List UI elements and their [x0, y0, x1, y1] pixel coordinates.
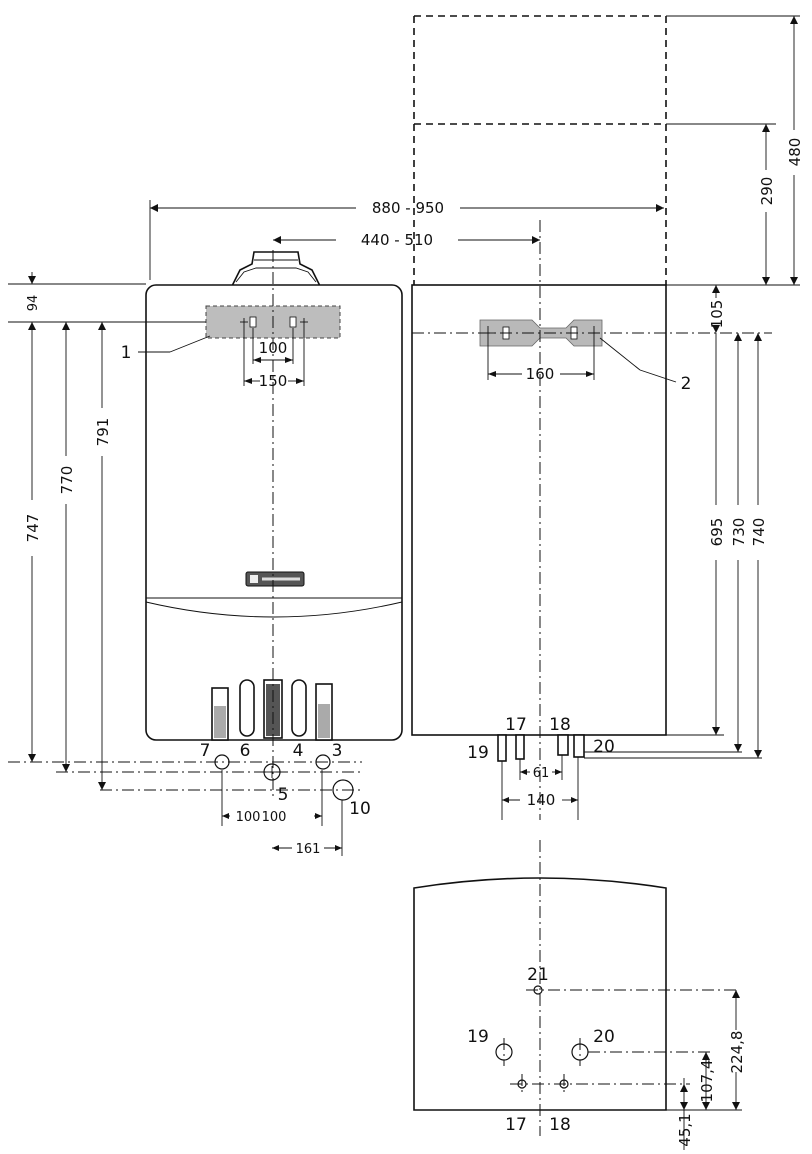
callout-6: 6 [240, 741, 251, 761]
dim-width-label: 880 - 950 [372, 199, 444, 217]
callout-1-label: 1 [121, 343, 132, 363]
callout-19-side: 19 [467, 743, 489, 763]
dim-695-label: 695 [708, 518, 726, 547]
front-connection-labels: 7 6 4 3 5 10 [200, 741, 371, 819]
dim-94-label: 94 [26, 295, 41, 312]
dim-290-label: 290 [758, 177, 776, 206]
dim-107-label: 107,4 [698, 1060, 716, 1103]
callout-20-bottom: 20 [593, 1027, 615, 1047]
callout-2-label: 2 [681, 374, 692, 394]
bracket-dims: 100 150 [243, 328, 305, 390]
callout-2: 2 [599, 337, 692, 394]
dim-480: 480 [786, 16, 804, 285]
dim-100a-label: 100 [236, 810, 261, 825]
flue-outlet [230, 251, 322, 287]
front-casing [145, 284, 403, 741]
callout-17-side: 17 [505, 715, 527, 735]
side-view [411, 284, 724, 762]
callout-4: 4 [293, 741, 304, 761]
bottom-labels: 21 19 20 17 18 [467, 965, 615, 1135]
front-view [145, 251, 403, 741]
dim-747-label: 747 [24, 514, 42, 543]
callout-18-side: 18 [549, 715, 571, 735]
callout-3: 3 [332, 741, 343, 761]
bottom-view [413, 840, 740, 1136]
callout-17-bottom: 17 [505, 1115, 527, 1135]
front-bottom-dims: 100 100 161 [221, 770, 343, 857]
dim-770-label: 770 [58, 466, 76, 495]
dim-791-label: 791 [94, 418, 112, 447]
callout-21: 21 [527, 965, 549, 985]
side-connection-labels: 17 18 19 20 [467, 715, 615, 763]
dim-centre-label: 440 - 510 [361, 231, 433, 249]
dim-160: 160 [487, 340, 595, 383]
dim-centre-offset: 440 - 510 [273, 231, 540, 249]
side-vertical-dims: 105 695 730 740 [584, 285, 768, 759]
front-left-dims: 94 747 770 791 [8, 272, 362, 791]
side-casing [411, 284, 667, 736]
dim-740-label: 740 [750, 518, 768, 547]
callout-20-side: 20 [593, 737, 615, 757]
dim-161-label: 161 [296, 842, 321, 857]
callout-7: 7 [200, 741, 211, 761]
callout-10: 10 [349, 799, 371, 819]
dim-140-label: 140 [527, 791, 556, 809]
slot-4 [291, 679, 307, 737]
dim-160-label: 160 [526, 365, 555, 383]
side-clearance-zone [413, 15, 800, 285]
slot-6 [239, 679, 255, 737]
callout-5: 5 [278, 785, 289, 805]
dim-224-label: 224,8 [728, 1031, 746, 1074]
dim-overall-width: 880 - 950 [149, 199, 664, 280]
dim-105-label: 105 [708, 300, 726, 329]
dim-45-label: 45,1 [676, 1113, 694, 1146]
callout-1: 1 [121, 335, 211, 363]
mounting-bracket-2 [479, 319, 603, 347]
side-bottom-dims: 61 140 [501, 755, 579, 820]
bottom-dims: 224,8 107,4 45,1 [666, 990, 746, 1150]
dim-100-label: 100 [259, 339, 288, 357]
dim-480-label: 480 [786, 138, 804, 167]
callout-19-bottom: 19 [467, 1027, 489, 1047]
dim-730-label: 730 [730, 518, 748, 547]
callout-18-bottom: 18 [549, 1115, 571, 1135]
dim-290: 290 [758, 124, 776, 285]
dim-100b-label: 100 [262, 810, 287, 825]
dim-61-label: 61 [533, 766, 550, 781]
dim-150-label: 150 [259, 372, 288, 390]
